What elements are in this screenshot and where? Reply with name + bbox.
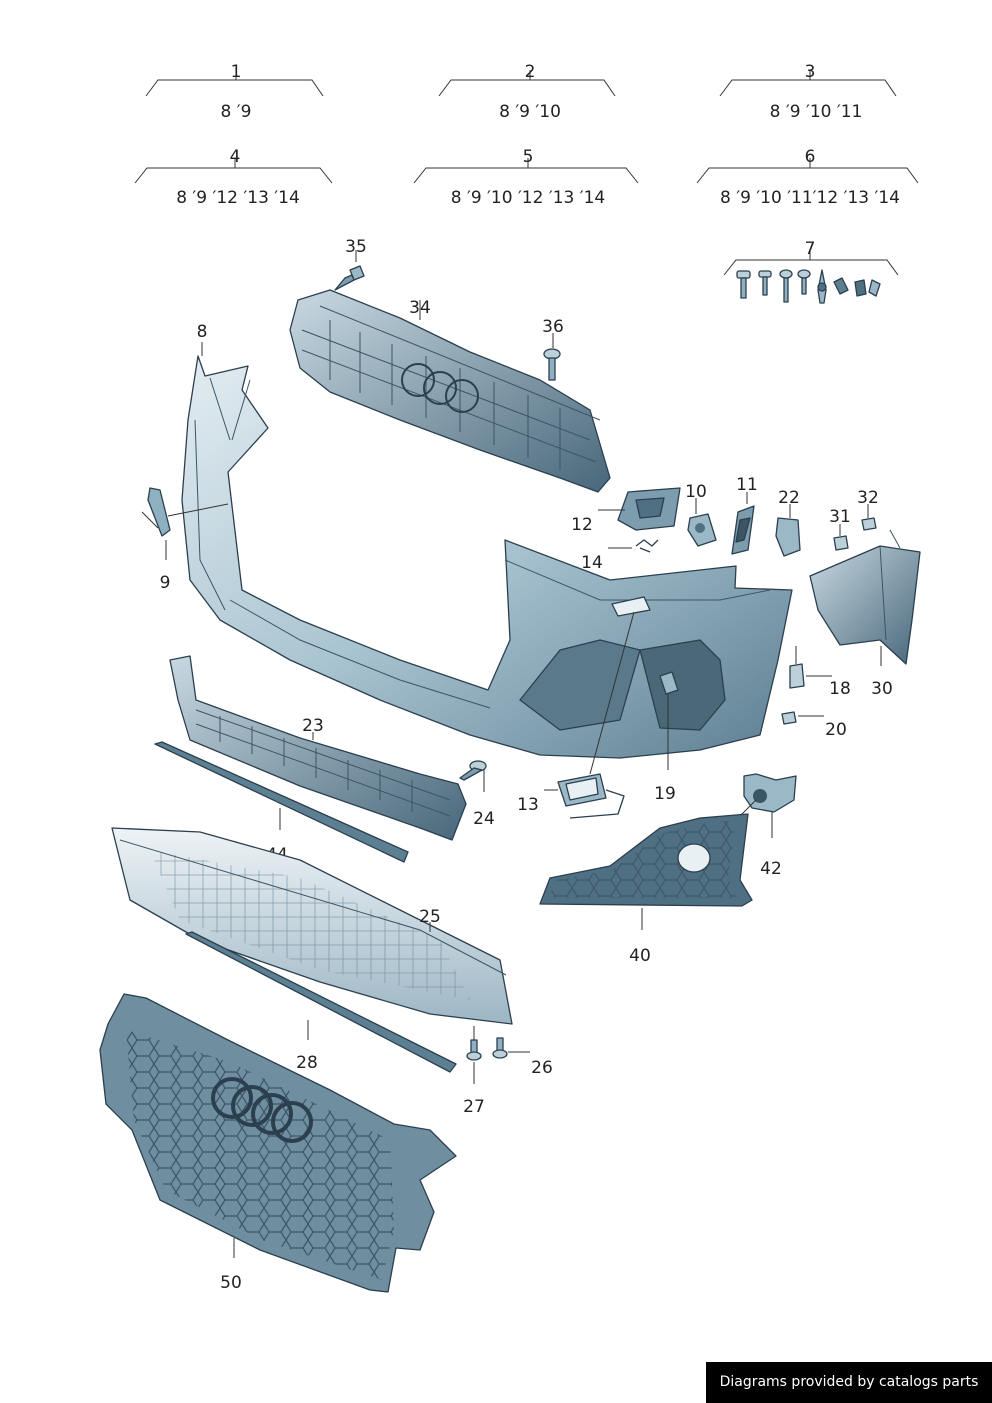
screw-35 [334,250,365,291]
callout-30: 30 [871,679,893,699]
callout-25: 25 [419,907,441,927]
callout-8: 8 [197,322,208,342]
kit-1: 1 8 ′9 [145,62,324,122]
trim-strip-44 [154,741,409,863]
kit-7-number: 7 [805,239,816,259]
screw-36 [543,333,561,381]
underbody-panel-25 [111,827,513,1025]
air-duct-30 [809,529,921,666]
kit-2-number: 2 [525,62,536,82]
kit-4-contents: 8 ′9 ′12 ′13 ′14 [176,188,300,208]
callout-32: 32 [857,488,879,508]
kit-7: 7 [723,239,899,304]
tow-cover-12 [598,487,681,531]
trim-strip-28 [185,931,457,1073]
callout-19: 19 [654,784,676,804]
bracket-19 [659,671,679,770]
callout-23: 23 [302,716,324,736]
callout-20: 20 [825,720,847,740]
callout-42: 42 [760,859,782,879]
kit-6-number: 6 [805,147,816,167]
sensor-holder-10 [687,498,717,547]
kit-5-number: 5 [523,147,534,167]
kit-3: 3 8 ′9 ′10 ′11 [719,62,897,122]
callout-18: 18 [829,679,851,699]
radiator-grille-50 [99,993,457,1293]
clip-18 [789,646,832,689]
kit-6-contents: 8 ′9 ′10 ′11′12 ′13 ′14 [720,188,900,208]
lower-grille-23 [169,655,467,841]
callout-35: 35 [345,237,367,257]
callout-27: 27 [463,1097,485,1117]
kit-3-contents: 8 ′9 ′10 ′11 [770,102,863,122]
kit-1-number: 1 [231,62,242,82]
grille-carrier [289,289,611,493]
callout-9: 9 [160,573,171,593]
callout-36: 36 [542,317,564,337]
callout-11: 11 [736,475,758,495]
screw-24 [459,760,487,792]
callout-22: 22 [778,488,800,508]
bracket-9 [141,487,229,560]
part-11 [731,492,755,555]
credit-banner: Diagrams provided by catalogs parts [706,1362,992,1403]
fastener-set-illustration [736,269,881,304]
callout-12: 12 [571,515,593,535]
part-22 [775,504,801,557]
screw-32 [861,504,877,531]
callout-50: 50 [220,1273,242,1293]
bracket-42 [717,773,797,839]
callout-14: 14 [581,553,603,573]
callout-10: 10 [685,482,707,502]
kit-2-contents: 8 ′9 ′10 [499,102,561,122]
screw-27 [466,1026,482,1084]
callout-34: 34 [409,298,431,318]
callout-31: 31 [829,507,851,527]
kit-6: 6 8 ′9 ′10 ′11′12 ′13 ′14 [696,147,919,208]
kit-4-number: 4 [230,147,241,167]
kit-2: 2 8 ′9 ′10 [438,62,616,122]
clip-14 [608,539,659,553]
screw-20 [781,711,824,725]
kit-5-contents: 8 ′9 ′10 ′12 ′13 ′14 [451,188,605,208]
fastener-31 [833,524,849,551]
callout-28: 28 [296,1053,318,1073]
kit-5: 5 8 ′9 ′10 ′12 ′13 ′14 [413,147,639,208]
bumper-cover [181,342,793,759]
callout-24: 24 [473,809,495,829]
callout-26: 26 [531,1058,553,1078]
tow-cover-13 [544,611,635,819]
fog-grille-40 [539,813,753,930]
callout-40: 40 [629,946,651,966]
screw-26 [492,1037,530,1059]
callout-13: 13 [517,795,539,815]
kit-4: 4 8 ′9 ′12 ′13 ′14 [134,147,333,208]
kit-3-number: 3 [805,62,816,82]
kit-1-contents: 8 ′9 [221,102,252,122]
